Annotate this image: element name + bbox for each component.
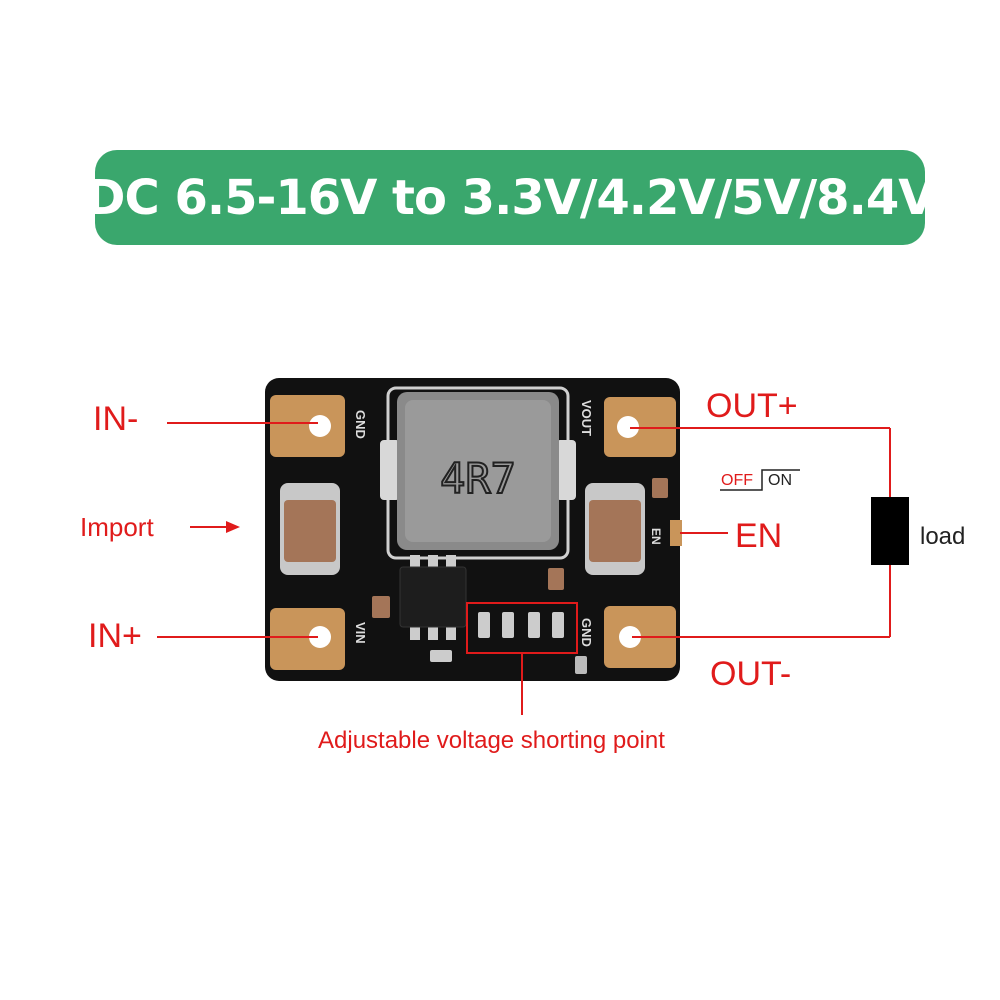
label-in-plus: IN+ — [88, 617, 142, 655]
shorting-pads — [478, 612, 564, 638]
load-block — [871, 497, 909, 565]
label-import: Import — [80, 512, 154, 542]
label-load: load — [920, 523, 966, 550]
silk-vin: VIN — [353, 622, 368, 644]
capacitor-left — [280, 483, 340, 575]
pad-in-plus — [270, 608, 345, 670]
smd-resistor — [372, 596, 390, 618]
smd-resistor — [575, 656, 587, 674]
silk-gnd-left: GND — [353, 410, 368, 439]
title-banner: DC 6.5-16V to 3.3V/4.2V/5V/8.4V — [86, 150, 935, 245]
inductor-marking: 4R7 — [440, 454, 516, 503]
capacitor-right — [585, 483, 645, 575]
pad-en — [670, 520, 682, 546]
label-off: OFF — [721, 472, 753, 489]
ic-chip — [399, 555, 467, 640]
silk-vout: VOUT — [579, 400, 594, 436]
label-en: EN — [735, 517, 783, 555]
silk-en: EN — [649, 528, 663, 545]
inductor — [380, 392, 576, 550]
arrow-import — [226, 521, 240, 533]
smd-resistor — [652, 478, 668, 498]
label-in-minus: IN- — [93, 400, 139, 438]
title-text: DC 6.5-16V to 3.3V/4.2V/5V/8.4V — [85, 169, 936, 226]
label-on: ON — [768, 472, 792, 489]
label-adjustable: Adjustable voltage shorting point — [318, 727, 665, 754]
label-out-plus: OUT+ — [706, 387, 798, 425]
pad-in-minus — [270, 395, 345, 457]
label-out-minus: OUT- — [710, 655, 792, 693]
off-on-switch-line — [720, 469, 800, 491]
silk-gnd-right: GND — [579, 618, 594, 647]
smd-resistor — [548, 568, 564, 590]
smd-resistor — [430, 650, 452, 662]
